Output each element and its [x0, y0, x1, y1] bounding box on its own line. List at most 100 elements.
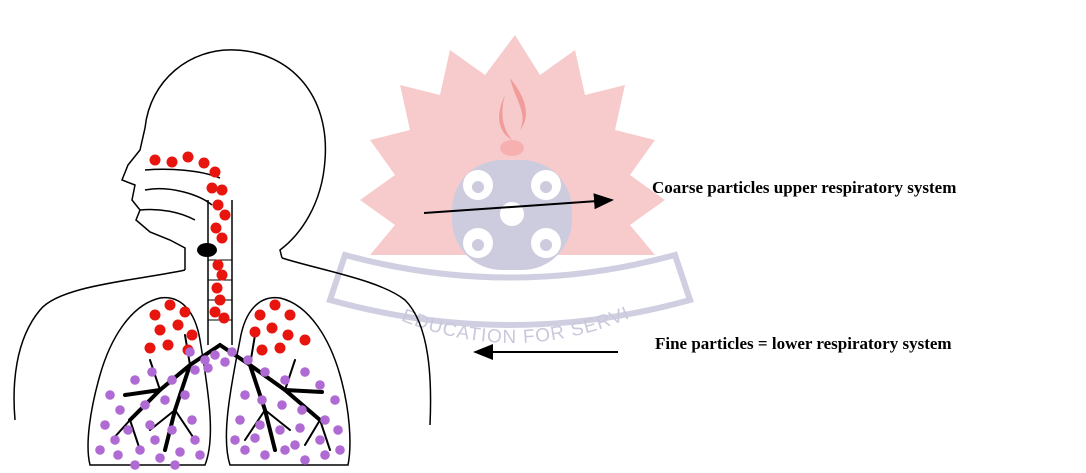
- fine-particle: [140, 400, 150, 410]
- fine-particle: [185, 347, 195, 357]
- fine-particle: [280, 445, 290, 455]
- fine-particle: [227, 347, 237, 357]
- fine-particle: [113, 450, 123, 460]
- coarse-particle: [167, 157, 178, 168]
- coarse-particle: [257, 345, 268, 356]
- fine-particle: [195, 450, 205, 460]
- fine-particle: [240, 445, 250, 455]
- coarse-particle: [183, 152, 194, 163]
- coarse-particle: [210, 167, 221, 178]
- fine-particle: [95, 445, 105, 455]
- fine-particle: [230, 435, 240, 445]
- seal-torch-base: [500, 140, 524, 156]
- bronchial-tree: [112, 335, 330, 450]
- fine-particle: [250, 433, 260, 443]
- head-profile: [145, 50, 325, 258]
- shoulders: [14, 258, 431, 425]
- fine-particle: [335, 445, 345, 455]
- mouth-cavity: [140, 209, 195, 220]
- larynx-particle: [197, 243, 217, 257]
- fine-particle: [155, 453, 165, 463]
- coarse-particle: [163, 340, 174, 351]
- fine-particle: [220, 357, 230, 367]
- fine-particle: [130, 460, 140, 470]
- fine-particle: [167, 375, 177, 385]
- fine-particle: [110, 435, 120, 445]
- fine-particle: [297, 405, 307, 415]
- fine-particle: [160, 395, 170, 405]
- coarse-particle: [155, 325, 166, 336]
- fine-particle: [315, 435, 325, 445]
- fine-particle: [147, 367, 157, 377]
- coarse-particle: [219, 313, 230, 324]
- fine-particle: [145, 420, 155, 430]
- fine-particle: [257, 395, 267, 405]
- coarse-particles-label: Coarse particles upper respiratory syste…: [652, 178, 956, 198]
- coarse-particle: [217, 233, 228, 244]
- fine-particle: [277, 400, 287, 410]
- fine-particle: [167, 425, 177, 435]
- coarse-particle: [180, 307, 191, 318]
- coarse-particle: [267, 323, 278, 334]
- fine-particle: [320, 450, 330, 460]
- fine-particle: [235, 415, 245, 425]
- coarse-particle: [217, 185, 228, 196]
- coarse-particle: [255, 310, 266, 321]
- fine-particle: [330, 395, 340, 405]
- fine-particle: [175, 447, 185, 457]
- fine-particle: [260, 367, 270, 377]
- fine-particle: [203, 363, 213, 373]
- fine-particle: [187, 415, 197, 425]
- coarse-particle: [250, 327, 261, 338]
- face-profile: [122, 128, 185, 270]
- fine-particle: [170, 460, 180, 470]
- coarse-particle: [217, 270, 228, 281]
- fine-particles-label: Fine particles = lower respiratory syste…: [655, 334, 952, 354]
- coarse-particle: [213, 200, 224, 211]
- coarse-particle: [275, 343, 286, 354]
- fine-particle: [290, 440, 300, 450]
- coarse-particles: [145, 152, 311, 356]
- coarse-particle: [270, 300, 281, 311]
- coarse-particle: [212, 283, 223, 294]
- fine-particle: [190, 435, 200, 445]
- coarse-particle: [150, 310, 161, 321]
- coarse-particle: [285, 310, 296, 321]
- university-seal-watermark: EDUCATION FOR SERVICE: [0, 0, 690, 348]
- coarse-particle: [199, 158, 210, 169]
- fine-particle: [295, 423, 305, 433]
- fine-particle: [255, 420, 265, 430]
- fine-particle: [180, 390, 190, 400]
- fine-particle: [105, 390, 115, 400]
- coarse-particle: [211, 223, 222, 234]
- fine-particle: [115, 405, 125, 415]
- coarse-particle: [220, 210, 231, 221]
- coarse-particle: [283, 330, 294, 341]
- fine-particle: [280, 375, 290, 385]
- fine-particle: [135, 445, 145, 455]
- fine-particle: [240, 390, 250, 400]
- coarse-particle: [207, 183, 218, 194]
- fine-particle: [210, 350, 220, 360]
- lungs: [88, 298, 350, 465]
- coarse-particle: [145, 343, 156, 354]
- fine-particle: [320, 415, 330, 425]
- fine-particle: [333, 425, 343, 435]
- coarse-particle: [150, 155, 161, 166]
- fine-particle: [300, 367, 310, 377]
- fine-particle: [150, 435, 160, 445]
- fine-particle: [300, 455, 310, 465]
- fine-particle: [123, 425, 133, 435]
- coarse-particle: [173, 320, 184, 331]
- coarse-particle: [165, 300, 176, 311]
- coarse-particle: [300, 335, 311, 346]
- coarse-particle: [215, 295, 226, 306]
- coarse-particle: [187, 330, 198, 341]
- fine-particle: [100, 420, 110, 430]
- fine-particle: [243, 355, 253, 365]
- coarse-particle: [210, 307, 221, 318]
- fine-particle: [275, 425, 285, 435]
- fine-particle: [130, 375, 140, 385]
- fine-particle: [260, 450, 270, 460]
